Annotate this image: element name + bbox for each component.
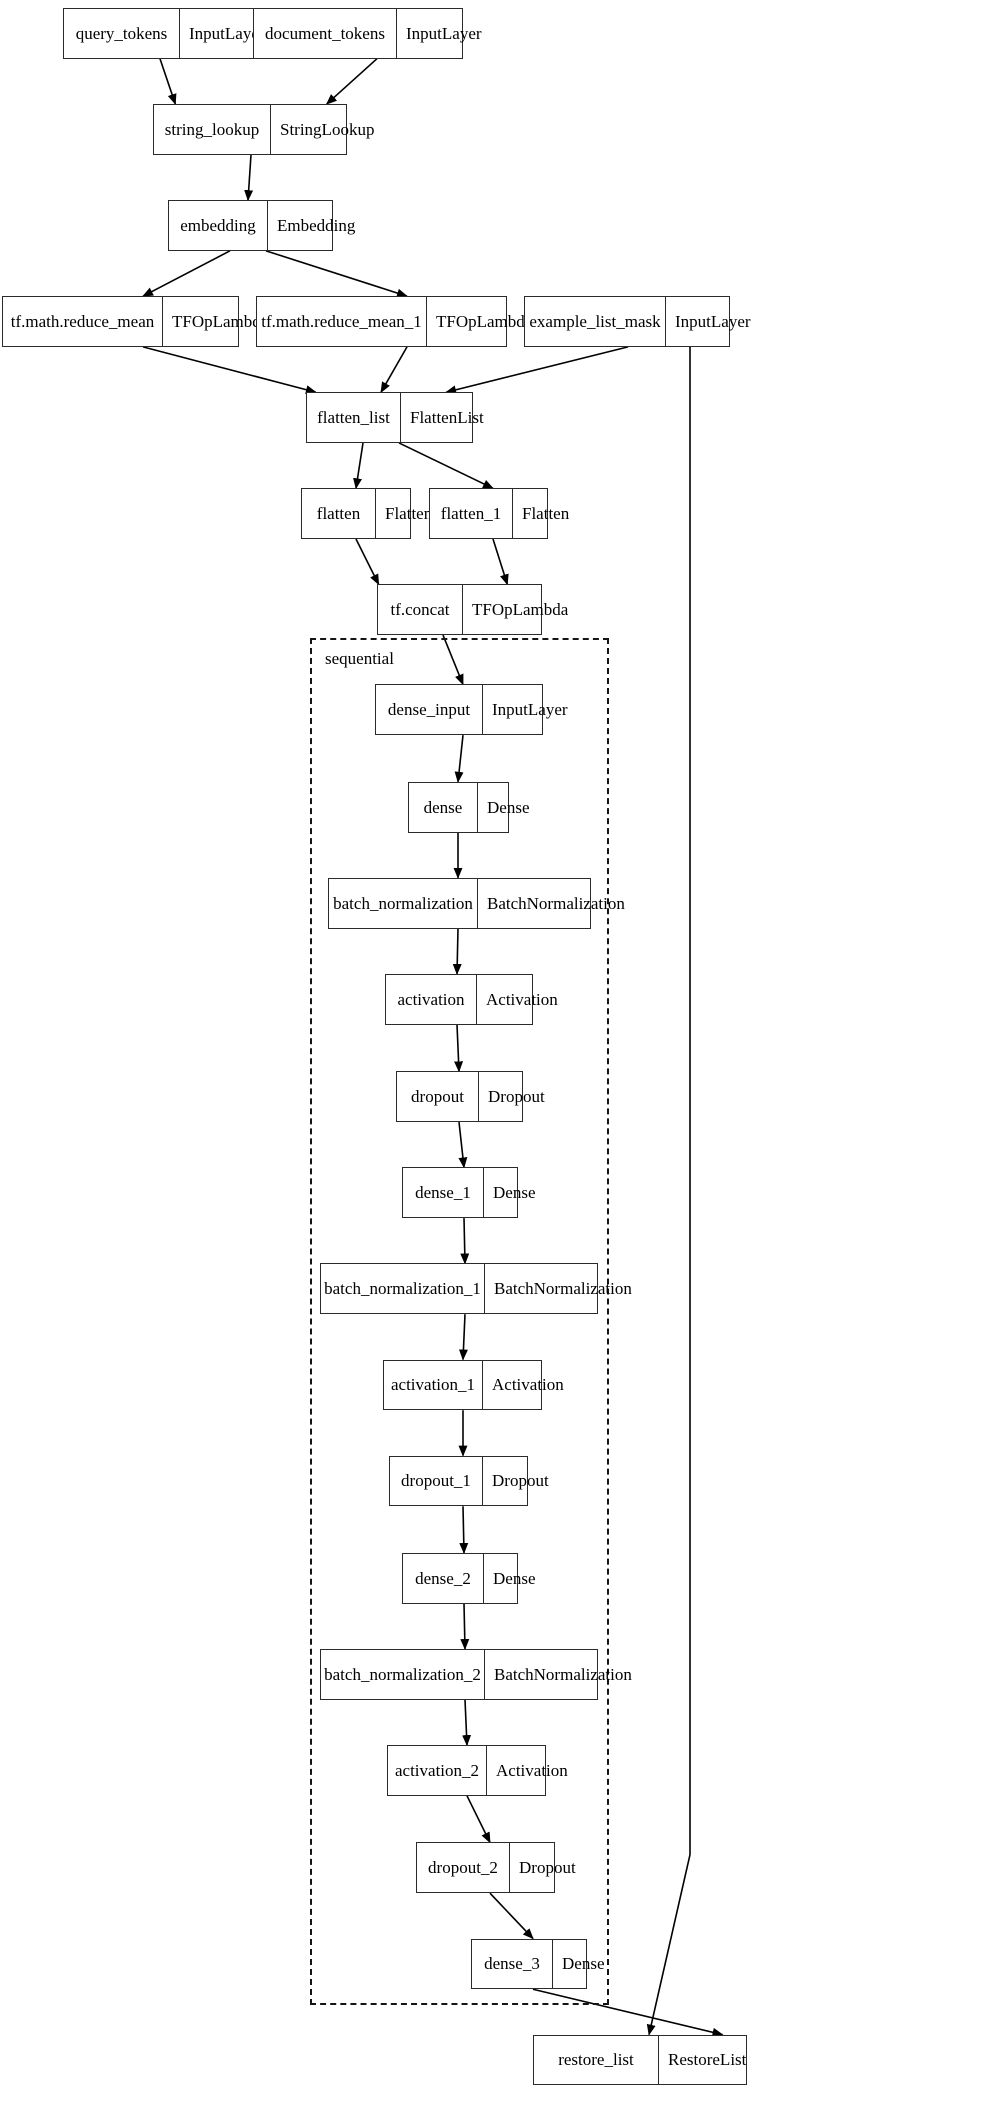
node-class-label: InputLayer [492, 700, 568, 720]
node-name-label: dense_2 [403, 1553, 484, 1603]
graph-node-batch_normalization_2[interactable]: batch_normalization_2 BatchNormalization [320, 1649, 632, 1700]
graph-node-query_tokens[interactable]: query_tokens InputLayer [63, 8, 265, 59]
node-class-label: Flatten [522, 504, 570, 524]
node-name-label: tf.math.reduce_mean_1 [257, 297, 427, 346]
node-class-label: Activation [496, 1760, 568, 1780]
node-class-label: RestoreList [668, 2050, 747, 2070]
node-name-label: activation [386, 974, 477, 1024]
edge-string_lookup-to-embedding [244, 154, 254, 202]
node-name-label: batch_normalization_1 [321, 1264, 485, 1314]
node-name-label: batch_normalization_2 [321, 1650, 485, 1699]
edge-document_tokens-to-string_lookup [325, 58, 378, 105]
node-name-label: tf.concat [378, 585, 463, 635]
edge-flatten_list-to-flatten [353, 442, 364, 490]
graph-node-activation_2[interactable]: activation_2 Activation [387, 1745, 568, 1796]
graph-node-dropout_1[interactable]: dropout_1 Dropout [389, 1455, 549, 1507]
graph-node-document_tokens[interactable]: document_tokens InputLayer [253, 8, 482, 59]
node-class-label: TFOpLambda [472, 600, 569, 620]
graph-node-batch_normalization_1[interactable]: batch_normalization_1 BatchNormalization [320, 1263, 632, 1315]
edge-query_tokens-to-string_lookup [159, 58, 177, 106]
node-class-label: Dense [493, 1183, 536, 1203]
node-name-label: dense_3 [472, 1939, 553, 1989]
node-class-label: BatchNormalization [494, 1664, 632, 1684]
graph-node-dense_input[interactable]: dense_input InputLayer [375, 684, 568, 736]
node-name-label: batch_normalization [329, 878, 478, 928]
graph-node-activation[interactable]: activation Activation [385, 973, 558, 1025]
node-class-label: FlattenList [410, 408, 484, 428]
node-name-label: flatten_1 [430, 489, 513, 538]
node-class-label: Embedding [277, 215, 356, 235]
graph-node-dropout[interactable]: dropout Dropout [396, 1071, 545, 1123]
node-class-label: Dense [487, 797, 530, 817]
graph-node-reduce_mean_1[interactable]: tf.math.reduce_mean_1 TFOpLambda [256, 296, 532, 347]
node-name-label: dropout_1 [390, 1456, 483, 1506]
graph-node-flatten_1[interactable]: flatten_1 Flatten [429, 488, 569, 539]
node-class-label: Activation [492, 1375, 564, 1395]
graph-node-example_list_mask[interactable]: example_list_mask InputLayer [524, 296, 751, 347]
node-name-label: embedding [169, 201, 268, 250]
node-name-label: query_tokens [64, 9, 180, 58]
graph-node-restore_list[interactable]: restore_list RestoreList [533, 2034, 747, 2086]
edge-reduce_mean-to-flatten_list [142, 346, 317, 395]
graph-node-reduce_mean[interactable]: tf.math.reduce_mean TFOpLambda [2, 296, 268, 347]
node-class-label: InputLayer [406, 23, 482, 43]
edge-example_list_mask-to-restore_list [646, 346, 691, 2036]
node-class-label: BatchNormalization [487, 893, 625, 913]
graph-node-dropout_2[interactable]: dropout_2 Dropout [416, 1842, 576, 1894]
node-class-label: InputLayer [675, 312, 751, 332]
node-class-label: Dropout [492, 1471, 549, 1491]
node-class-label: Dense [493, 1568, 536, 1588]
node-class-label: StringLookup [280, 119, 375, 139]
node-name-label: dense [409, 782, 478, 832]
edge-flatten-to-tf_concat [355, 538, 380, 586]
graph-node-string_lookup[interactable]: string_lookup StringLookup [153, 104, 374, 155]
graph-node-activation_1[interactable]: activation_1 Activation [383, 1359, 564, 1411]
node-name-label: string_lookup [154, 105, 271, 154]
node-class-label: BatchNormalization [494, 1279, 632, 1299]
graph-node-embedding[interactable]: embedding Embedding [168, 200, 355, 251]
node-name-label: activation_1 [384, 1360, 483, 1410]
edge-flatten_1-to-tf_concat [492, 538, 509, 586]
edge-embedding-to-reduce_mean_1 [265, 250, 408, 298]
cluster-sequential-label: sequential [322, 649, 397, 667]
node-name-label: dense_input [376, 685, 483, 735]
graph-node-dense_2[interactable]: dense_2 Dense [402, 1552, 535, 1604]
node-name-label: restore_list [534, 2035, 659, 2085]
node-class-label: TFOpLambda [436, 312, 533, 332]
node-class-label: Dropout [519, 1858, 576, 1878]
node-class-label: Activation [486, 989, 558, 1009]
node-class-label: Dropout [488, 1087, 545, 1107]
graph-node-flatten_list[interactable]: flatten_list FlattenList [306, 392, 484, 443]
graph-node-dense[interactable]: dense Dense [408, 781, 529, 833]
node-name-label: tf.math.reduce_mean [3, 297, 163, 346]
node-name-label: document_tokens [254, 9, 397, 58]
node-class-label: InputLayer [189, 23, 265, 43]
edge-embedding-to-reduce_mean [142, 250, 231, 297]
node-name-label: activation_2 [388, 1746, 487, 1795]
node-name-label: dense_1 [403, 1168, 484, 1218]
node-name-label: example_list_mask [525, 297, 666, 346]
edge-reduce_mean_1-to-flatten_list [380, 346, 408, 394]
graph-node-dense_1[interactable]: dense_1 Dense [402, 1167, 535, 1219]
node-name-label: flatten [302, 489, 376, 538]
node-name-label: flatten_list [307, 393, 401, 442]
node-name-label: dropout [397, 1072, 479, 1122]
node-name-label: dropout_2 [417, 1843, 510, 1893]
node-class-label: Dense [562, 1954, 605, 1974]
edge-flatten_list-to-flatten_1 [398, 442, 494, 490]
graph-node-tf_concat[interactable]: tf.concat TFOpLambda [377, 584, 568, 636]
cluster-sequential [310, 637, 609, 2006]
node-class-label: TFOpLambda [172, 312, 269, 332]
graph-node-dense_3[interactable]: dense_3 Dense [471, 1938, 604, 1990]
graph-node-flatten[interactable]: flatten Flatten [301, 488, 432, 539]
graph-node-batch_normalization[interactable]: batch_normalization BatchNormalization [328, 877, 625, 929]
edge-example_list_mask-to-flatten_list [445, 346, 629, 395]
node-class-label: Flatten [385, 504, 433, 524]
